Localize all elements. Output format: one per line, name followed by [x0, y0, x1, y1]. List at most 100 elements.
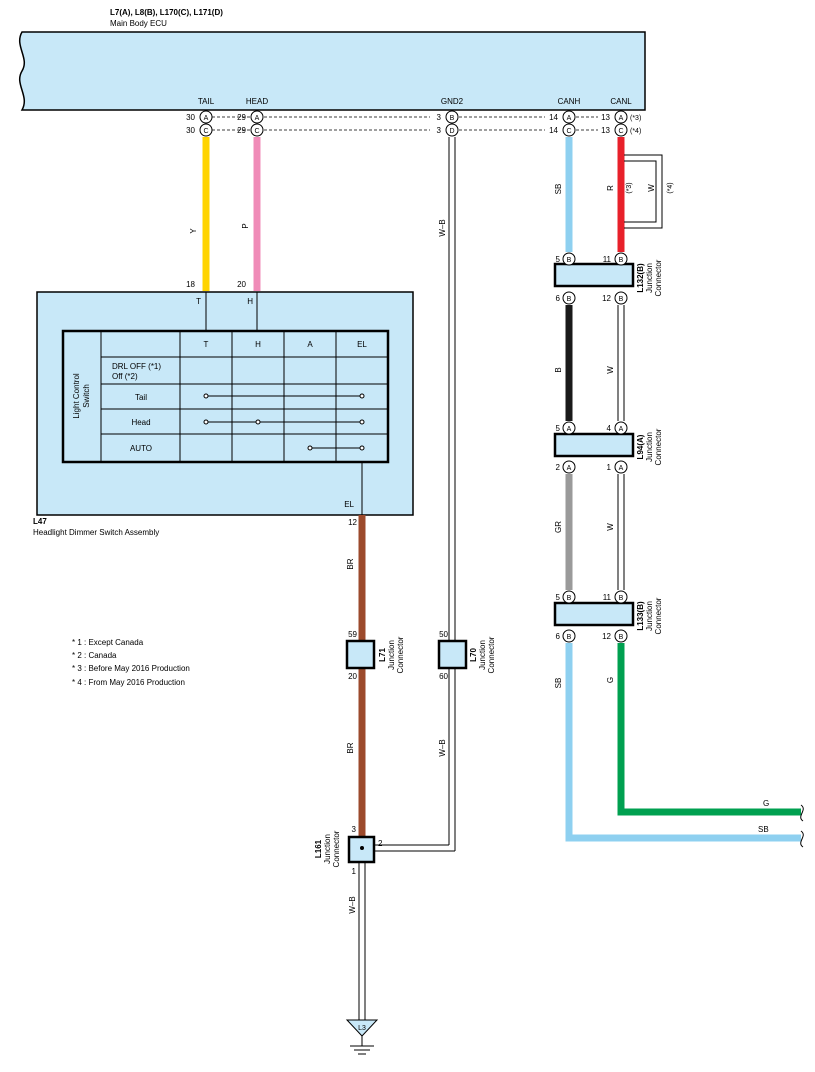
pin-circle: [199, 123, 213, 137]
pin-connector-letter: B: [619, 296, 624, 303]
wire-label-w-2: W: [606, 523, 615, 531]
pin-connector-letter: B: [567, 595, 572, 602]
l71-id: L71: [378, 648, 387, 662]
contact-dot: [359, 445, 365, 451]
l132-pin-label: 6: [556, 294, 561, 303]
junction-dot: [360, 846, 364, 850]
l94-pin-label: 5: [556, 424, 561, 433]
l132-pin-label: 5: [556, 255, 561, 264]
l132-junction: 5 B 11 B 6 B 12 B L132(B) Junction Conne…: [553, 252, 663, 305]
main-body-ecu-box: [19, 31, 646, 111]
pin-circle: [614, 629, 628, 643]
col-t-header: T: [204, 340, 209, 349]
pin-tail-number: 30: [186, 126, 195, 135]
l133-pin-label: 12: [602, 632, 611, 641]
l70-pin-bottom: 60: [439, 672, 448, 681]
pin-connector-letter: B: [619, 595, 624, 602]
pin-circle: [614, 421, 628, 435]
term-h-label: H: [247, 297, 253, 306]
pin-circle: [562, 291, 576, 305]
wire-canl-red: [617, 137, 625, 252]
wire-white-2: [617, 474, 625, 590]
wire-label-b: B: [554, 367, 563, 372]
wire-el-brown-2: [358, 668, 366, 838]
col-a-header: A: [307, 340, 313, 349]
pin-circle: [614, 252, 628, 266]
pin-row-note: (*4): [630, 128, 641, 135]
l70-id: L70: [469, 648, 478, 662]
l133-id: L133(B): [636, 601, 645, 631]
el-pin-label: 12: [348, 518, 357, 527]
pin-connector-letter: A: [204, 115, 209, 122]
l94-pin-label: 1: [607, 463, 612, 472]
l161-pin-bottom: 1: [352, 867, 357, 876]
l133-junction-box: [553, 601, 635, 627]
wire-tail-yellow: [202, 137, 210, 291]
pin-connector-letter: C: [566, 128, 571, 135]
row-auto-label: AUTO: [130, 444, 152, 453]
wire-note-3: (*3): [626, 182, 633, 193]
contact-dot: [359, 393, 365, 399]
note-3: * 3 : Before May 2016 Production: [72, 664, 190, 673]
row-tail-label: Tail: [135, 393, 147, 402]
pin-connector-letter: A: [619, 426, 624, 433]
wire-label-w-canl: W: [647, 184, 656, 192]
wire-label-gr: GR: [554, 521, 563, 533]
row-off-label: Off (*2): [112, 372, 138, 381]
l70-junction-box: [437, 639, 468, 670]
l94-pin-label: 4: [607, 424, 612, 433]
pin-canl-number: 13: [601, 113, 610, 122]
l94-junction: 5 A 4 A 2 A 1 A L94(A) Junction Connecto…: [553, 421, 663, 474]
col-h-header: H: [255, 340, 261, 349]
pin-connector-letter: B: [619, 634, 624, 641]
l132-label-2: Connector: [654, 259, 663, 296]
l132-junction-box: [553, 262, 635, 288]
l70-label-1: Junction: [478, 640, 487, 670]
wire-note-4: (*4): [667, 182, 674, 193]
l132-pin-label: 12: [602, 294, 611, 303]
pin-connector-letter: A: [567, 426, 572, 433]
pin-circle: [614, 590, 628, 604]
pin-connector-letter: A: [567, 115, 572, 122]
l71-pin-bottom: 20: [348, 672, 357, 681]
l133-pin-label: 11: [603, 593, 612, 602]
pin-20-label: 20: [237, 280, 246, 289]
wire-label-y: Y: [189, 228, 198, 234]
pin-circle: [614, 110, 628, 124]
switch-assembly-name: Headlight Dimmer Switch Assembly: [33, 528, 159, 537]
pin-connector-letter: A: [567, 465, 572, 472]
term-t-label: T: [196, 297, 201, 306]
pin-circle: [250, 110, 264, 124]
light-control-label-1: Light Control: [72, 373, 81, 419]
ecu-pin-row-2: 30 C 29 C 3 D 14 C 13 C (*4): [186, 123, 641, 137]
wire-break-mark: [800, 830, 804, 848]
pin-circle: [614, 123, 628, 137]
wire-out-sb: [565, 643, 801, 842]
l132-label-1: Junction: [645, 263, 654, 293]
l71-junction-box: [345, 639, 376, 670]
pin-gnd-number: 3: [437, 113, 442, 122]
wire-ground-w-b: [358, 862, 366, 1020]
pin-canh-number: 14: [549, 126, 558, 135]
contact-dot: [203, 393, 209, 399]
wire-label-r: R: [606, 185, 615, 191]
pin-circle: [562, 252, 576, 266]
contact-dot: [203, 419, 209, 425]
l132-id: L132(B): [636, 263, 645, 293]
ground-id: L3: [358, 1025, 366, 1032]
terminal-head-label: HEAD: [246, 97, 268, 106]
l94-id: L94(A): [636, 434, 645, 459]
wire-canl-white: [624, 154, 663, 229]
wire-label-br-1: BR: [346, 558, 355, 569]
wire-label-sb: SB: [554, 184, 563, 195]
pin-circle: [562, 421, 576, 435]
ground-symbol: L3: [345, 1019, 379, 1055]
pin-head-number: 29: [237, 126, 246, 135]
terminal-canh-label: CANH: [558, 97, 581, 106]
pin-connector-letter: B: [567, 257, 572, 264]
wire-label-w-b-3: W–B: [348, 896, 357, 913]
pin-connector-letter: B: [567, 296, 572, 303]
wire-head-pink: [253, 137, 261, 291]
pin-circle: [562, 460, 576, 474]
wire-gnd-w-b: [374, 137, 456, 852]
